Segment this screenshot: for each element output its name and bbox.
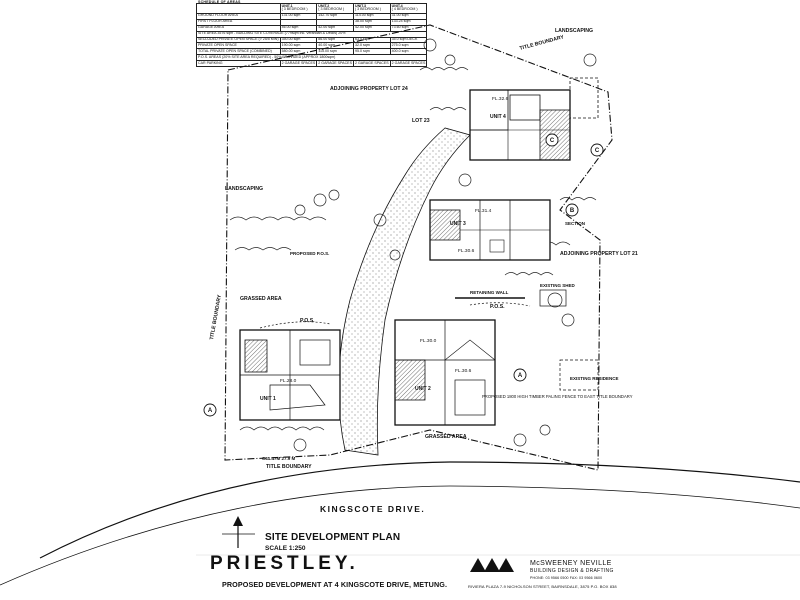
label-grassed-area-bottom: GRASSED AREA <box>425 434 467 440</box>
firm-address: RIVIERA PLAZA 7-9 NICHOLSON STREET, BAIR… <box>468 584 617 589</box>
unit-1-building <box>239 329 341 421</box>
unit-4-label: UNIT 4 <box>490 114 506 120</box>
schedule-row-label: CAR PARKING <box>196 60 281 68</box>
unit-3-label: UNIT 3 <box>450 221 466 227</box>
street-edge-lower <box>0 485 800 586</box>
label-adjoining-lot24: ADJOINING PROPERTY LOT 24 <box>330 86 408 92</box>
floor-level-4: FL.30.0 <box>420 338 437 344</box>
label-landscaping-top: LANDSCAPING <box>555 28 593 34</box>
mcsweeney-neville-logo <box>470 558 514 572</box>
title-boundary-line <box>224 24 613 471</box>
label-pos-left: P.O.S. <box>300 318 315 324</box>
label-grassed-area-left: GRASSED AREA <box>240 296 282 302</box>
unit-1-label: UNIT 1 <box>260 396 276 402</box>
unit-4-building <box>469 77 599 161</box>
label-title-boundary-top: TITLE BOUNDARY <box>519 34 565 52</box>
plan-title: SITE DEVELOPMENT PLAN <box>265 532 401 543</box>
section-marker-letters: A A B C C <box>208 138 600 414</box>
north-arrow-icon <box>222 516 255 548</box>
label-adjoining-lot21: ADJOINING PROPERTY LOT 21 <box>560 251 638 257</box>
floor-level-3: FL.30.6 <box>458 248 475 254</box>
pos-boundary-line <box>259 321 331 329</box>
section-marker-a1: A <box>208 408 213 414</box>
street-edge-upper <box>39 461 800 559</box>
unit-3-building <box>429 199 551 261</box>
pos-boundary-line-right <box>469 302 531 307</box>
schedule-cell: 2 GARAGE SPACES <box>389 60 428 68</box>
label-existing-shed: EXISTING SHED <box>540 283 576 288</box>
unit-2-label: UNIT 2 <box>415 386 431 392</box>
section-markers <box>203 133 604 417</box>
section-marker-c2: C <box>550 138 555 144</box>
label-existing-residence: EXISTING RESIDENCE <box>570 376 619 381</box>
label-section: SECTION <box>565 221 585 226</box>
label-lot23: LOT 23 <box>412 118 430 124</box>
floor-level-5: FL.28.0 <box>280 378 297 384</box>
label-pos-right: P.O.S. <box>490 304 505 310</box>
label-proposed-fence: PROPOSED 1800 HIGH TIMBER PALING FENCE T… <box>482 394 633 399</box>
existing-shed-outline <box>539 289 567 307</box>
label-title-boundary-bottom: TITLE BOUNDARY <box>266 464 312 470</box>
firm-name: McSWEENEY NEVILLE <box>530 560 612 567</box>
project-name: PRIESTLEY. <box>210 553 359 574</box>
floor-level-1: FL.32.6 <box>492 96 509 102</box>
street-name: KINGSCOTE DRIVE. <box>320 504 425 514</box>
label-title-boundary-left: TITLE BOUNDARY <box>209 294 223 341</box>
label-boundary-dims: C41.47M 27.9 M <box>262 456 296 461</box>
schedule-of-areas-table: UNIT.1( 3 BEDROOM )UNIT.2( 3 BEDROOM )UN… <box>195 3 428 68</box>
project-description: PROPOSED DEVELOPMENT AT 4 KINGSCOTE DRIV… <box>222 580 448 589</box>
label-proposed-pos: PROPOSED P.O.S. <box>290 251 329 256</box>
schedule-caption: SCHEDULE OF AREAS <box>198 0 241 4</box>
section-marker-b: B <box>570 208 575 214</box>
section-marker-c1: C <box>595 148 600 154</box>
firm-phone: PHONE: 03 9566 0500 FAX: 03 9566 0600 <box>530 576 603 580</box>
label-landscaping-left: LANDSCAPING <box>225 186 263 192</box>
existing-residence-outline <box>559 359 599 391</box>
plan-scale: SCALE 1:250 <box>265 545 306 552</box>
unit-2-building <box>394 319 496 426</box>
firm-subtitle: BUILDING DESIGN & DRAFTING <box>530 568 614 574</box>
section-marker-a2: A <box>518 373 523 379</box>
floor-level-6: FL.30.6 <box>455 368 472 374</box>
label-retaining-wall: RETAINING WALL <box>470 290 509 295</box>
floor-level-2: FL.31.4 <box>475 208 492 214</box>
